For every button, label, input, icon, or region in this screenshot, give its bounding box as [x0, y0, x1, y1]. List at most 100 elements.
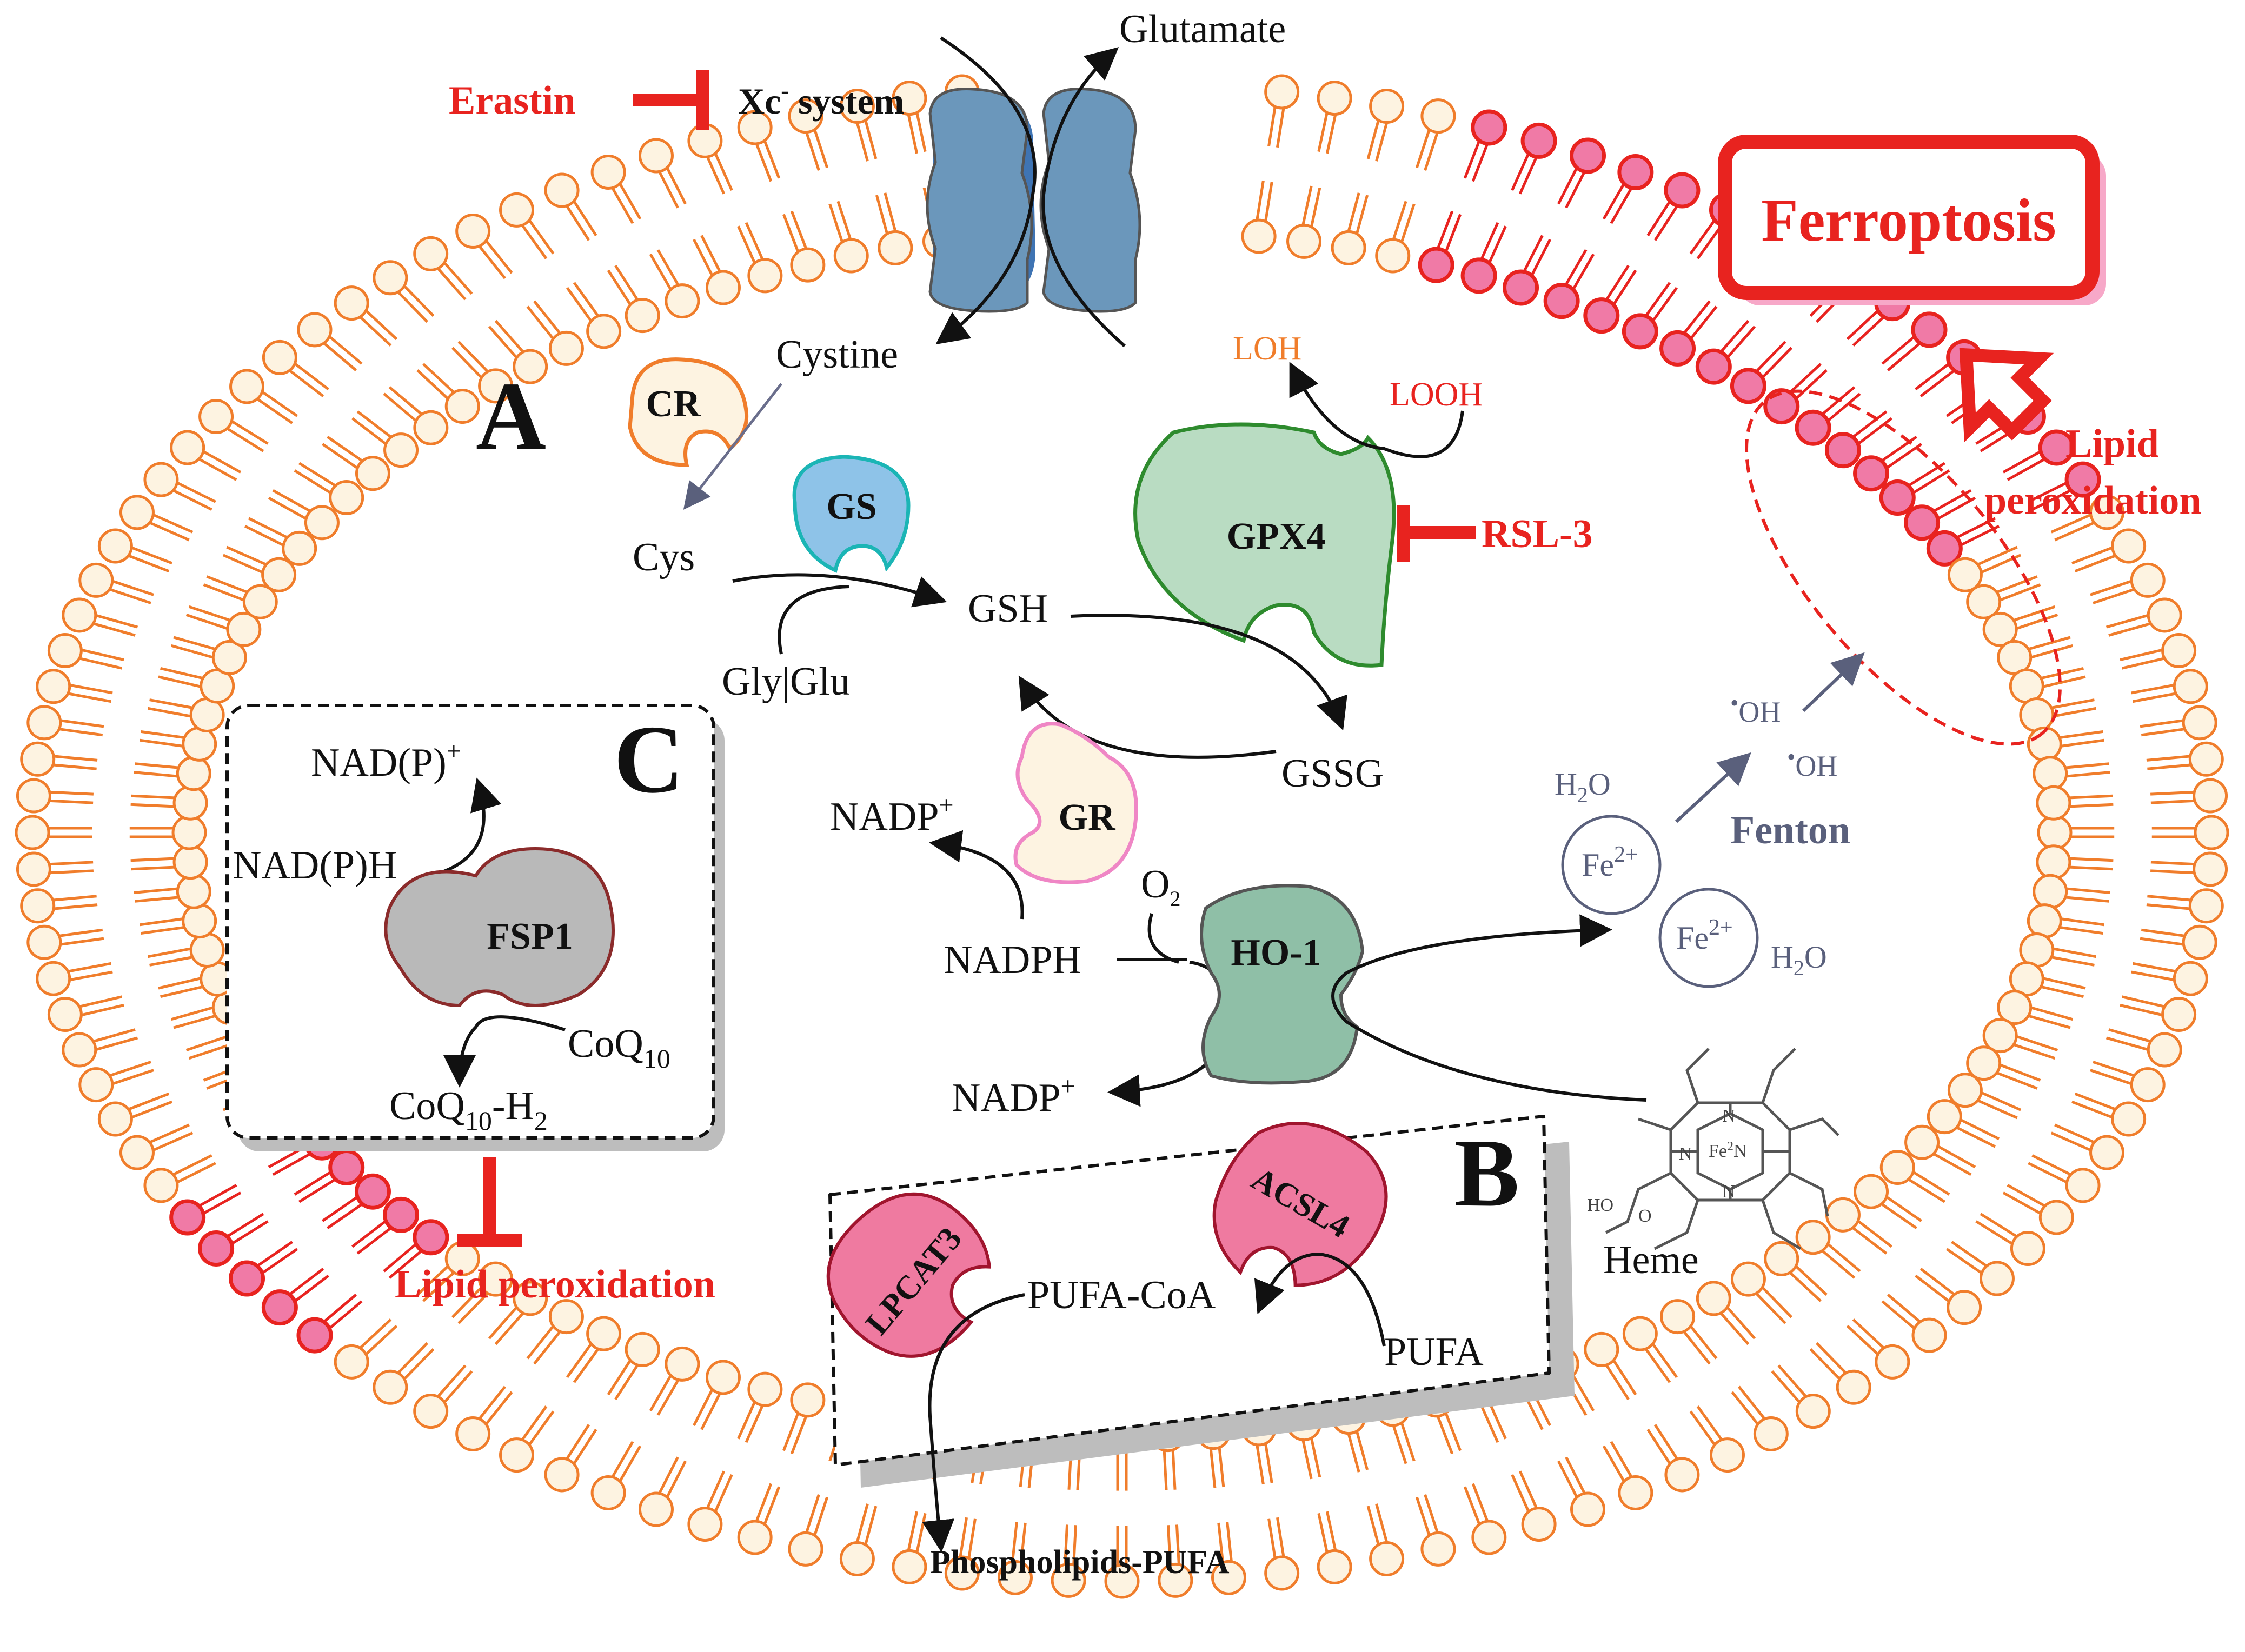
lipid-head — [737, 1520, 773, 1555]
peroxidized-lipid-head — [1659, 330, 1696, 367]
lipid-tail — [1612, 1360, 1637, 1396]
lipid-tail — [160, 667, 203, 680]
lipid-head — [1709, 1437, 1745, 1473]
peroxidized-lipid-head — [1471, 109, 1507, 146]
lipid-head — [1836, 1369, 1871, 1405]
lipid-head — [334, 285, 369, 321]
lipid-tail — [856, 122, 869, 162]
lipid-tail — [356, 1227, 392, 1255]
lipid-head — [2173, 961, 2208, 996]
lipid-tail — [2061, 738, 2104, 748]
phospholipids-pufa-label: Phospholipids-PUFA — [930, 1544, 1230, 1581]
lipid-tail — [1822, 1250, 1856, 1279]
lipid-tail — [737, 1402, 756, 1440]
lipid-head — [788, 1531, 823, 1567]
lipid-tail — [967, 1518, 977, 1558]
lipid-tail — [50, 790, 94, 796]
lipid-tail — [614, 1364, 639, 1401]
lipid-tail — [443, 1370, 473, 1403]
fenton-label: Fenton — [1730, 808, 1850, 852]
lipid-tail — [2014, 605, 2056, 622]
lipid-head — [176, 874, 211, 909]
lipid-tail — [383, 392, 417, 422]
lipid-tail — [1572, 1375, 1595, 1412]
lipid-tail — [149, 521, 190, 542]
lipid-tail — [1731, 1391, 1759, 1425]
lipid-tail — [70, 683, 113, 695]
lipid-tail — [2065, 762, 2109, 769]
lipid-tail — [488, 1307, 517, 1340]
xc-system-label: Xc- system — [738, 77, 904, 122]
peroxidized-lipid-head — [1853, 455, 1890, 492]
peroxidized-lipid-head — [2064, 461, 2101, 498]
lipid-tail — [1689, 219, 1716, 255]
lipid-tail — [1886, 1196, 1923, 1222]
lipid-tail — [153, 514, 194, 534]
lipid-tail — [1356, 1431, 1369, 1470]
lipid-head — [590, 155, 626, 190]
peroxidized-lipid-head — [1904, 504, 1941, 541]
lipid-tail — [112, 579, 154, 596]
lipid-tail — [81, 1003, 124, 1016]
lipid-tail — [2016, 1035, 2058, 1051]
lipid-tail — [1795, 369, 1828, 399]
lipid-tail — [2140, 719, 2183, 728]
lipid-tail — [135, 762, 178, 769]
lipid-tail — [49, 799, 94, 804]
lipid-head — [2194, 815, 2229, 850]
lipid-tail — [828, 203, 843, 242]
lipid-tail — [203, 1191, 242, 1215]
gpx4-label: GPX4 — [1227, 516, 1326, 557]
heme-fe: Fe2N — [1709, 1140, 1747, 1161]
lipid-tail — [298, 462, 336, 487]
lipid-head — [373, 260, 408, 296]
lipid-head — [2193, 778, 2228, 814]
lipid-tail — [1392, 1425, 1407, 1464]
peroxidized-lipid-head — [1763, 388, 1800, 425]
lipid-tail — [383, 1243, 417, 1273]
ferroptosis-label: Ferroptosis — [1761, 187, 2056, 254]
lipid-tail — [1827, 392, 1861, 422]
lipid-tail — [198, 458, 237, 481]
fe-to-oh-arrow — [1675, 752, 1751, 823]
lipid-tail — [1645, 1348, 1671, 1383]
peroxidized-lipid-head — [1695, 348, 1732, 385]
lipid-head — [20, 741, 56, 777]
lipid-tail — [2150, 790, 2194, 796]
lipid-tail — [1347, 1433, 1360, 1473]
lipid-tail — [2031, 489, 2071, 511]
lipid-tail — [1886, 443, 1923, 469]
lipid-tail — [203, 450, 242, 474]
lipid-tail — [257, 398, 293, 424]
lipid-tail — [1737, 1385, 1765, 1420]
pufa-coa-label: PUFA-CoA — [1027, 1273, 1216, 1317]
lipid-tail — [1809, 1348, 1841, 1380]
peroxidized-lipid-head — [1730, 368, 1766, 404]
lipid-tail — [1771, 1370, 1801, 1403]
lipid-head — [1730, 1261, 1766, 1297]
lipid-tail — [457, 1293, 489, 1324]
lipid-head — [839, 1541, 875, 1576]
lipid-tail — [294, 1274, 329, 1302]
lipid-tail — [649, 1375, 672, 1412]
lipid-head — [1570, 1491, 1606, 1527]
lipid-tail — [262, 391, 298, 417]
lipid-head — [638, 138, 674, 174]
lipid-tail — [521, 224, 548, 259]
lipid-head — [2019, 697, 2055, 732]
lipid-head — [1927, 1099, 1962, 1135]
lipid-tail — [2016, 614, 2058, 630]
lipid-tail — [1488, 1402, 1507, 1440]
lipid-head — [373, 1369, 408, 1405]
lipid-tail — [2060, 730, 2103, 739]
lipid-tail — [2051, 698, 2095, 709]
lipid-tail — [2050, 514, 2091, 534]
lipid-tail — [1912, 469, 1950, 494]
lipid-tail — [782, 214, 799, 252]
lipid-tail — [262, 1248, 298, 1274]
lipid-tail — [607, 269, 632, 305]
coq10-to-coq10h2-arrow — [443, 1015, 566, 1088]
lipid-tail — [1915, 1274, 1950, 1302]
lipid-tail — [907, 1511, 919, 1550]
oh-radical-2-label: •OH — [1787, 744, 1837, 782]
